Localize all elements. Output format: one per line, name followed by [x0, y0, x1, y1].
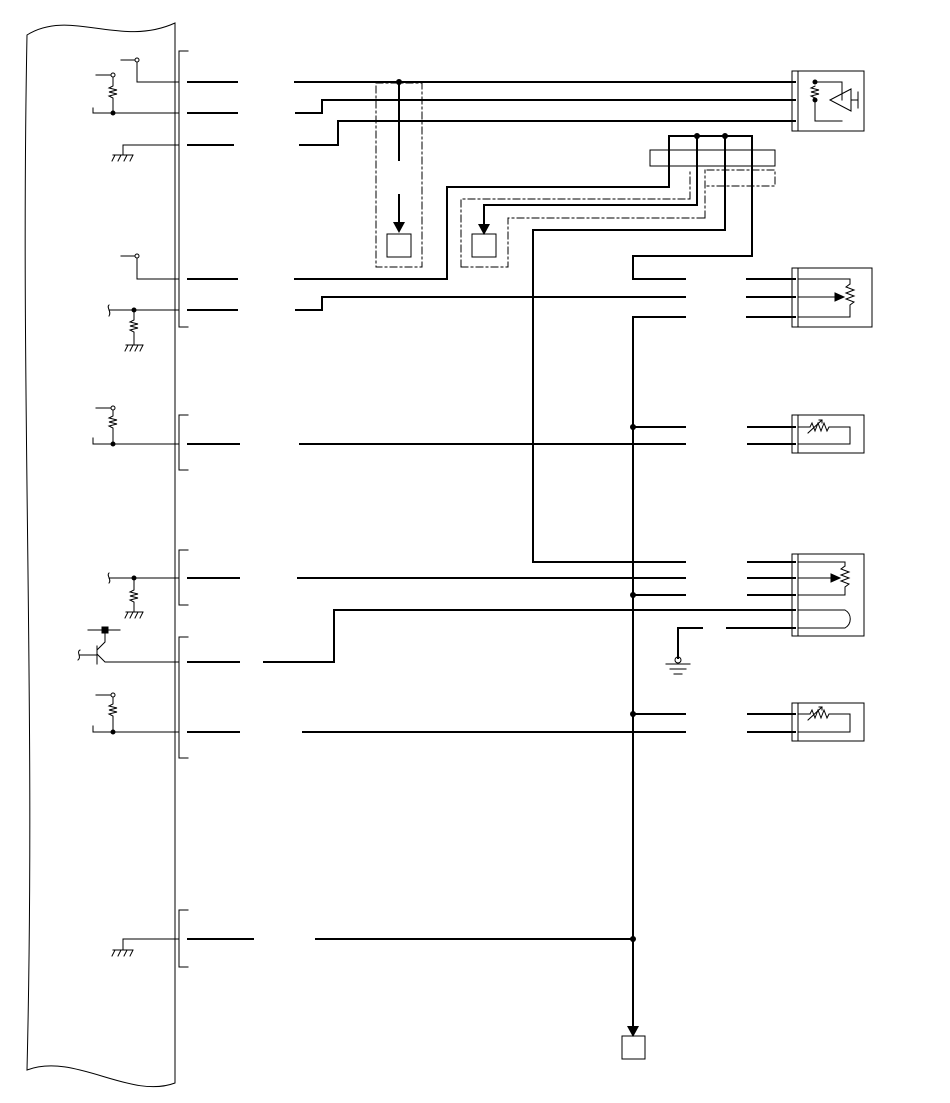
ground-symbol-1	[666, 657, 690, 674]
wire-2	[296, 100, 795, 113]
sensor-stubs	[727, 279, 795, 732]
shield-boxes	[376, 83, 775, 267]
wire-8	[264, 610, 795, 662]
resistor-icon	[109, 410, 117, 444]
shield-box-2	[461, 199, 705, 267]
shield-box-3	[707, 170, 775, 186]
thermistor-icon	[798, 710, 850, 732]
arrow-down-icon	[627, 1026, 639, 1037]
ecu-internal-circuits	[78, 58, 179, 956]
connector-bracket-3	[179, 550, 188, 605]
connector-bracket-5	[179, 910, 188, 967]
chassis-ground-icon	[125, 612, 143, 618]
chassis-ground-icon	[112, 155, 133, 161]
arrows	[393, 222, 639, 1037]
internal-ground-g	[112, 939, 179, 956]
shield-box-1	[376, 83, 422, 267]
harness-wires	[264, 82, 795, 1030]
resistor-icon	[798, 284, 854, 317]
internal-circuit-a	[93, 58, 179, 115]
connector-brackets	[179, 51, 188, 967]
internal-circuit-d	[108, 573, 179, 618]
resistor-icon	[811, 86, 819, 98]
ground-bus	[633, 317, 685, 1030]
internal-circuit-e	[78, 627, 179, 664]
resistor-icon	[130, 310, 138, 345]
arrow-right-icon	[831, 574, 840, 582]
ecu-body	[25, 23, 175, 1087]
thermistor-icon	[798, 423, 850, 444]
wire-4	[295, 136, 669, 279]
wire-5	[296, 297, 685, 310]
resistor-icon	[130, 578, 138, 612]
chassis-ground-icon	[112, 950, 133, 956]
internal-circuit-c	[93, 406, 179, 446]
pressure-sensor	[792, 71, 864, 131]
chassis-ground-icon	[125, 345, 143, 351]
junction-connector-bar	[650, 150, 775, 166]
ecu-pin-stubs	[188, 82, 253, 939]
resistor-icon	[109, 697, 117, 732]
junction-dots	[396, 79, 728, 942]
transistor-icon	[97, 633, 179, 662]
thermistor-sensor-1	[792, 415, 864, 453]
arrow-down-icon	[478, 224, 490, 235]
resistor-icon	[109, 82, 117, 113]
throttle-position-sensor	[792, 554, 864, 636]
junction-box-1	[387, 234, 411, 257]
transistor-emitter-node	[102, 627, 108, 633]
arrow-right-icon	[835, 293, 844, 301]
junction-box-2	[472, 234, 496, 257]
wire-3	[300, 121, 795, 145]
junction-connector-pins	[484, 136, 752, 562]
potentiometer-sensor	[792, 268, 872, 327]
connector-bracket-4	[179, 637, 188, 758]
connector-bracket-1	[179, 51, 188, 327]
connector-bracket-2	[179, 415, 188, 470]
arrow-down-icon	[393, 222, 405, 233]
junction-box-3	[622, 1036, 645, 1059]
internal-circuit-b	[108, 254, 179, 351]
ground-blocks	[387, 234, 645, 1059]
thermistor-sensor-2	[792, 703, 864, 741]
amplifier-icon	[830, 89, 851, 111]
resistor-icon	[798, 566, 849, 595]
internal-ground-a	[112, 145, 179, 161]
internal-circuit-f	[93, 693, 179, 734]
